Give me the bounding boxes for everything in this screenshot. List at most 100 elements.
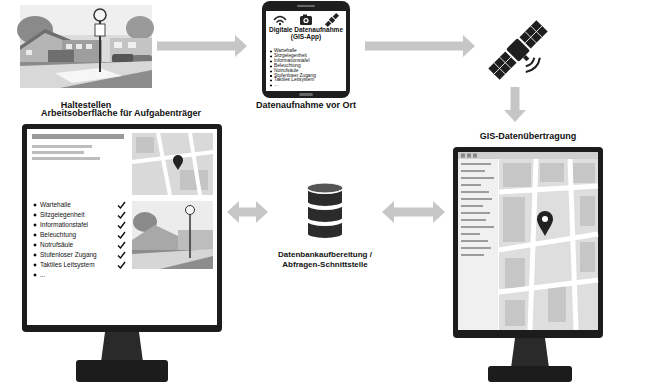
- satellite-icon-part: [523, 55, 529, 61]
- arrow-head: [504, 110, 526, 122]
- gis-monitor-part: [461, 226, 494, 228]
- bus-stop-photo-part: [112, 54, 134, 63]
- feature-item: ...: [269, 83, 345, 88]
- gis-monitor-part: [499, 159, 598, 330]
- workstation-monitor-part: [101, 332, 143, 362]
- bus-stop-photo-part: [20, 62, 152, 88]
- smartphone-icon-part: [262, 1, 350, 98]
- caption-label: Datenbankaufbereitung / Abfragen-Schnitt…: [271, 250, 379, 270]
- workstation-monitor-part: [132, 133, 213, 195]
- flow-arrow: [382, 201, 445, 223]
- gis-monitor-part: [461, 212, 490, 214]
- caption-label: Arbeitsoberfläche für Aufgabenträger: [18, 108, 224, 119]
- satellite-icon-part: [523, 55, 542, 74]
- feature-item: Wartehalle: [32, 200, 126, 210]
- gis-monitor-part: [540, 163, 564, 182]
- database-icon: [307, 183, 343, 239]
- gis-monitor-part: [461, 198, 492, 200]
- check-mark: [117, 211, 126, 219]
- workstation-monitor-part: [132, 201, 213, 269]
- caption-label: GIS-Datenübertragung: [448, 131, 608, 142]
- gis-monitor-part: [453, 147, 603, 338]
- gis-monitor-part: [461, 170, 485, 172]
- arrow-shaft: [393, 208, 434, 217]
- workstation-monitor-part: [32, 151, 84, 154]
- gis-monitor-part: [503, 163, 531, 187]
- workstation-monitor-part: [32, 134, 124, 139]
- arrow-shaft: [238, 208, 257, 217]
- smartphone-panel: Digitale Datenaufnahme (GIS-App)Wartehal…: [250, 2, 362, 114]
- check-mark: [118, 202, 125, 208]
- arrow-shaft: [157, 42, 236, 51]
- gis-monitor-part: [461, 240, 488, 242]
- gis-monitor-part: [458, 152, 598, 159]
- gis-monitor-part: [580, 196, 595, 226]
- bus-stop-photo-part: [110, 38, 152, 62]
- bus-stop-photo-part: [86, 44, 92, 49]
- gis-monitor-part: [461, 184, 481, 186]
- bus-stop-photo-part: [76, 44, 82, 49]
- bus-stop-photo-part: [26, 50, 32, 55]
- satellite-icon-part: [488, 20, 560, 92]
- bus-stop-photo-part: [20, 61, 152, 88]
- smartphone-icon-part: [297, 5, 315, 7]
- gis-monitor-part: [461, 205, 483, 207]
- workstation-monitor-part: [132, 225, 178, 250]
- bus-stop-photo-part: [128, 42, 136, 48]
- workstation-monitor-part: [189, 212, 191, 258]
- flow-arrow: [157, 35, 247, 57]
- caption-label: Datenaufnahme vor Ort: [250, 100, 362, 111]
- feature-item: Sitzgelegenheit: [32, 210, 126, 220]
- workstation-monitor-part: [186, 206, 195, 215]
- satellite-panel: [478, 18, 552, 84]
- gis-monitor-part: [458, 152, 598, 330]
- gis-monitor-part: [537, 211, 553, 236]
- feature-item: Informationstafel: [32, 220, 126, 230]
- smartphone-icon-part: [279, 23, 281, 25]
- satellite-icon: [488, 20, 560, 92]
- gis-monitor-part: [580, 242, 595, 272]
- feature-item: Notrufsäule: [32, 240, 126, 250]
- app-title: Digitale Datenaufnahme (GIS-App): [266, 26, 346, 40]
- photo-panel: Haltestellen: [18, 4, 154, 112]
- workstation-monitor-part: [178, 230, 213, 250]
- workstation-monitor-part: [76, 360, 168, 382]
- gis-monitor-part: [505, 258, 525, 288]
- workstation-monitor-part: [180, 170, 208, 190]
- workstation-monitor-part: [132, 249, 213, 269]
- workstation-monitor: [22, 124, 222, 382]
- gis-monitor-part: [511, 338, 549, 368]
- smartphone-icon-part: [266, 11, 346, 91]
- arrow-head: [382, 201, 394, 223]
- check-mark: [118, 242, 125, 248]
- gis-monitor-part: [467, 154, 471, 158]
- database-panel: Datenbankaufbereitung / Abfragen-Schnitt…: [271, 182, 379, 282]
- arrow-head: [227, 201, 239, 223]
- bus-stop-photo-part: [20, 30, 76, 62]
- bus-stop-photo-part: [114, 42, 122, 48]
- workstation-monitor-part: [22, 124, 222, 332]
- bus-stop-photo-part: [94, 9, 106, 21]
- smartphone-icon-part: [303, 18, 308, 23]
- flow-arrow: [504, 87, 526, 122]
- smartphone-icon-part: [300, 16, 312, 25]
- gis-monitor-part: [461, 163, 491, 165]
- bus-stop-photo-part: [48, 50, 74, 62]
- smartphone-icon-part: [305, 19, 308, 22]
- satellite-icon-part: [488, 51, 516, 79]
- check-mark: [118, 232, 125, 238]
- gis-monitor-part: [505, 300, 525, 326]
- gis-monitor-part: [461, 254, 484, 256]
- check-mark: [117, 201, 126, 209]
- bus-stop-photo: [17, 5, 154, 88]
- check-mark: [118, 252, 125, 258]
- workstation-monitor-part: [32, 145, 92, 148]
- gis-monitor-part: [499, 159, 598, 330]
- gis-monitor-part: [461, 154, 465, 158]
- smartphone-icon-part: [325, 13, 340, 28]
- workstation-monitor-part: [27, 129, 217, 325]
- check-mark: [117, 251, 126, 259]
- feature-item: Taktiles Leitsystem: [32, 260, 126, 270]
- arrow-head: [235, 35, 247, 57]
